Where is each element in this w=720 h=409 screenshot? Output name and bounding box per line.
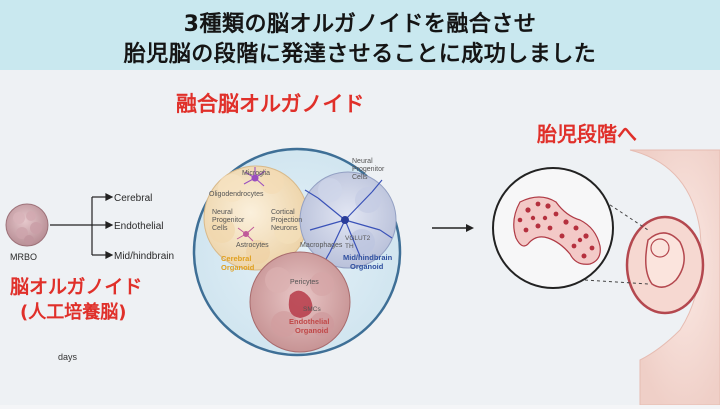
cerebral-organoid xyxy=(203,165,309,271)
cell-label-cells: Cells xyxy=(212,225,228,232)
branch-cerebral: Cerebral xyxy=(114,193,152,204)
cell-label-neurons: Neurons xyxy=(271,225,298,232)
mid-organoid-title-1: Mid/hindbrain xyxy=(343,253,393,262)
endo-organoid-title-1: Endothelial xyxy=(289,317,329,326)
cell-label-cortical: Cortical xyxy=(271,209,295,216)
endo-label-smcs: SMCs xyxy=(303,306,321,313)
mrbo-organoid xyxy=(5,203,49,247)
fused-organoid-label: 融合脳オルガノイド xyxy=(176,92,365,116)
endothelial-organoid xyxy=(249,251,351,353)
branch-connector xyxy=(50,193,114,259)
mid-organoid-title-2: Organoid xyxy=(350,262,384,271)
mid-label-progenitor: Progenitor xyxy=(352,166,385,173)
header-banner: 3種類の脳オルガノイドを融合させ 胎児脳の段階に発達させることに成功しました xyxy=(0,0,720,70)
progression-arrow xyxy=(432,224,474,232)
label-macrophages: Macrophages xyxy=(300,242,343,249)
branch-endothelial: Endothelial xyxy=(114,221,163,232)
fetal-stage-label: 胎児段階へ xyxy=(537,122,637,146)
days-label: days xyxy=(58,352,78,362)
cell-label-progenitor: Progenitor xyxy=(212,217,245,224)
endo-organoid-title-2: Organoid xyxy=(295,326,329,335)
astrocyte-cell-icon xyxy=(236,226,255,242)
cell-label-microglia: Microglia xyxy=(242,170,270,177)
artificial-brain-label: (人工培養脳) xyxy=(20,302,127,323)
fetal-brain-icon xyxy=(513,196,601,265)
headline-line-1: 3種類の脳オルガノイドを融合させ xyxy=(183,12,537,37)
mid-label-th: TH xyxy=(345,243,354,250)
cell-label-projection: Projection xyxy=(271,217,302,224)
diagram-canvas: MRBO Cerebral Endothelial Mid/hindbrain … xyxy=(0,70,720,406)
cerebral-organoid-title-1: Cerebral xyxy=(221,254,251,263)
pregnant-figure xyxy=(625,149,720,406)
endo-label-pericytes: Pericytes xyxy=(290,279,319,286)
cerebral-organoid-title-2: Organoid xyxy=(221,263,255,272)
midhindbrain-organoid xyxy=(299,171,397,269)
microglia-cell-icon xyxy=(243,167,266,187)
diagram-svg: MRBO Cerebral Endothelial Mid/hindbrain … xyxy=(5,147,720,406)
cell-label-oligodendrocytes: Oligodendrocytes xyxy=(209,191,264,198)
cell-label-neural: Neural xyxy=(212,209,233,216)
mid-label-neural: Neural xyxy=(352,158,373,165)
mid-label-cells: Cells xyxy=(352,174,368,181)
brain-organoid-label: 脳オルガノイド xyxy=(10,276,143,298)
mid-label-vglut2: VGLUT2 xyxy=(345,235,371,242)
mrbo-label: MRBO xyxy=(10,252,37,262)
branch-midhindbrain: Mid/hindbrain xyxy=(114,251,174,262)
cell-label-astrocytes: Astrocytes xyxy=(236,242,269,249)
headline-line-2: 胎児脳の段階に発達させることに成功しました xyxy=(123,42,597,67)
